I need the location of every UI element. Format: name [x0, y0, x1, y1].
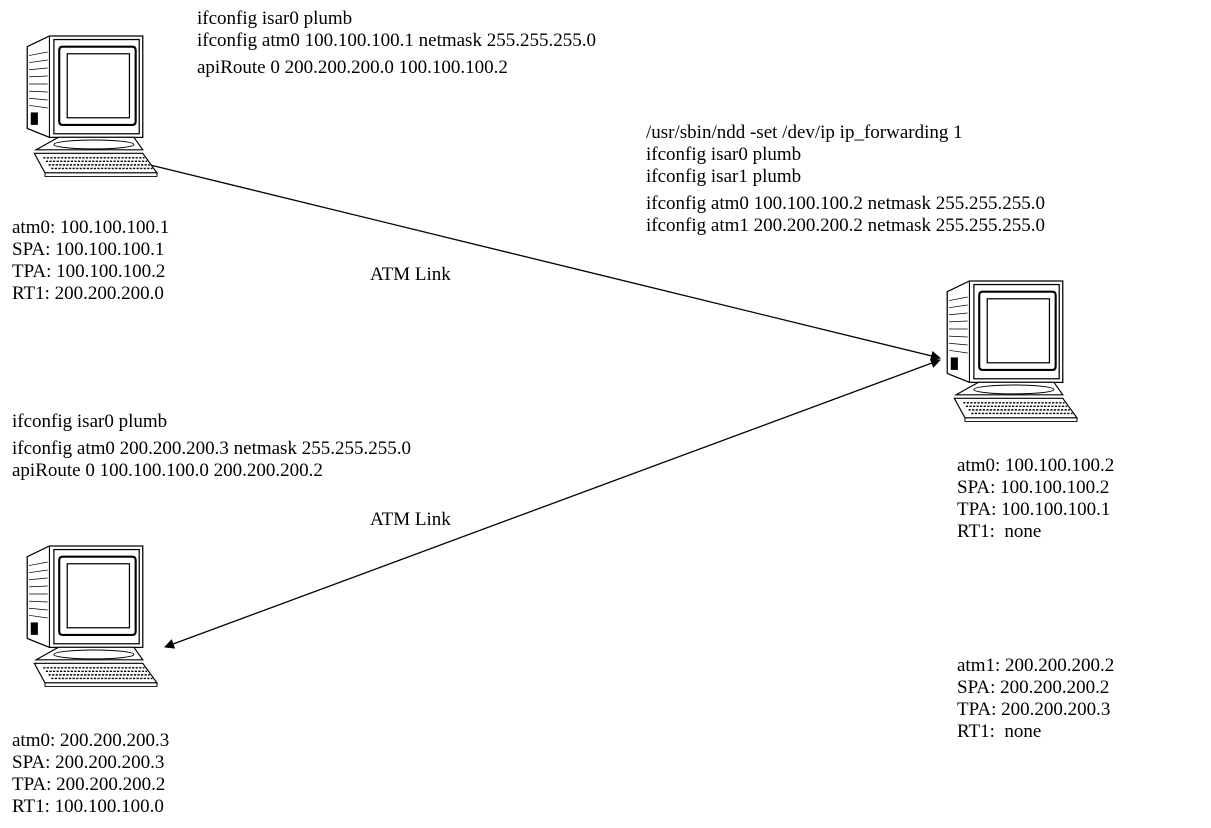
router-info-atm1: atm1: 200.200.200.2 SPA: 200.200.200.2 T…	[957, 655, 1114, 743]
router-atm0-tpa: TPA: 100.100.100.1	[957, 499, 1111, 520]
host-a-commands: ifconfig isar0 plumb ifconfig atm0 100.1…	[197, 8, 596, 79]
router-commands: /usr/sbin/ndd -set /dev/ip ip_forwarding…	[646, 122, 1045, 237]
router-command: ifconfig atm0 100.100.100.2 netmask 255.…	[646, 193, 1045, 214]
host-a-command: ifconfig isar0 plumb	[197, 8, 353, 29]
router-command: ifconfig atm1 200.200.200.2 netmask 255.…	[646, 215, 1045, 236]
host-b-spa: SPA: 200.200.200.3	[12, 752, 165, 773]
atm-link-label-top: ATM Link	[370, 264, 451, 285]
router-command: /usr/sbin/ndd -set /dev/ip ip_forwarding…	[646, 122, 963, 143]
host-b-rt1: RT1: 100.100.100.0	[12, 796, 164, 817]
host-a-rt1: RT1: 200.200.200.0	[12, 283, 164, 304]
host-b-command: ifconfig isar0 plumb	[12, 411, 168, 432]
router-atm0: atm0: 100.100.100.2	[957, 455, 1115, 476]
atm-link-label-bottom: ATM Link	[370, 509, 451, 530]
router-atm0-rt1: RT1: none	[957, 521, 1042, 542]
host-a-tpa: TPA: 100.100.100.2	[12, 261, 166, 282]
computer-icon	[26, 34, 159, 178]
host-a-spa: SPA: 100.100.100.1	[12, 239, 165, 260]
host-b-info: atm0: 200.200.200.3 SPA: 200.200.200.3 T…	[12, 730, 169, 818]
host-a-command: apiRoute 0 200.200.200.0 100.100.100.2	[197, 57, 508, 78]
host-b-command: ifconfig atm0 200.200.200.3 netmask 255.…	[12, 438, 411, 459]
host-b-tpa: TPA: 200.200.200.2	[12, 774, 166, 795]
atm-link-line-top	[137, 159, 941, 361]
router-atm1: atm1: 200.200.200.2	[957, 655, 1115, 676]
router-atm1-tpa: TPA: 200.200.200.3	[957, 699, 1111, 720]
computer-icon	[946, 279, 1079, 423]
router-command: ifconfig isar0 plumb	[646, 144, 802, 165]
router-atm1-rt1: RT1: none	[957, 721, 1042, 742]
host-b-commands: ifconfig isar0 plumb ifconfig atm0 200.2…	[12, 411, 411, 482]
host-b-command: apiRoute 0 100.100.100.0 200.200.200.2	[12, 460, 323, 481]
router-info-atm0: atm0: 100.100.100.2 SPA: 100.100.100.2 T…	[957, 455, 1114, 543]
host-b-atm0: atm0: 200.200.200.3	[12, 730, 170, 751]
host-a-command: ifconfig atm0 100.100.100.1 netmask 255.…	[197, 30, 596, 51]
host-a-atm0: atm0: 100.100.100.1	[12, 217, 170, 238]
router-command: ifconfig isar1 plumb	[646, 166, 802, 187]
router-atm1-spa: SPA: 200.200.200.2	[957, 677, 1110, 698]
router-atm0-spa: SPA: 100.100.100.2	[957, 477, 1110, 498]
host-a-info: atm0: 100.100.100.1 SPA: 100.100.100.1 T…	[12, 217, 169, 305]
computer-icon	[26, 544, 159, 688]
atm-link-line-bottom	[164, 358, 941, 649]
